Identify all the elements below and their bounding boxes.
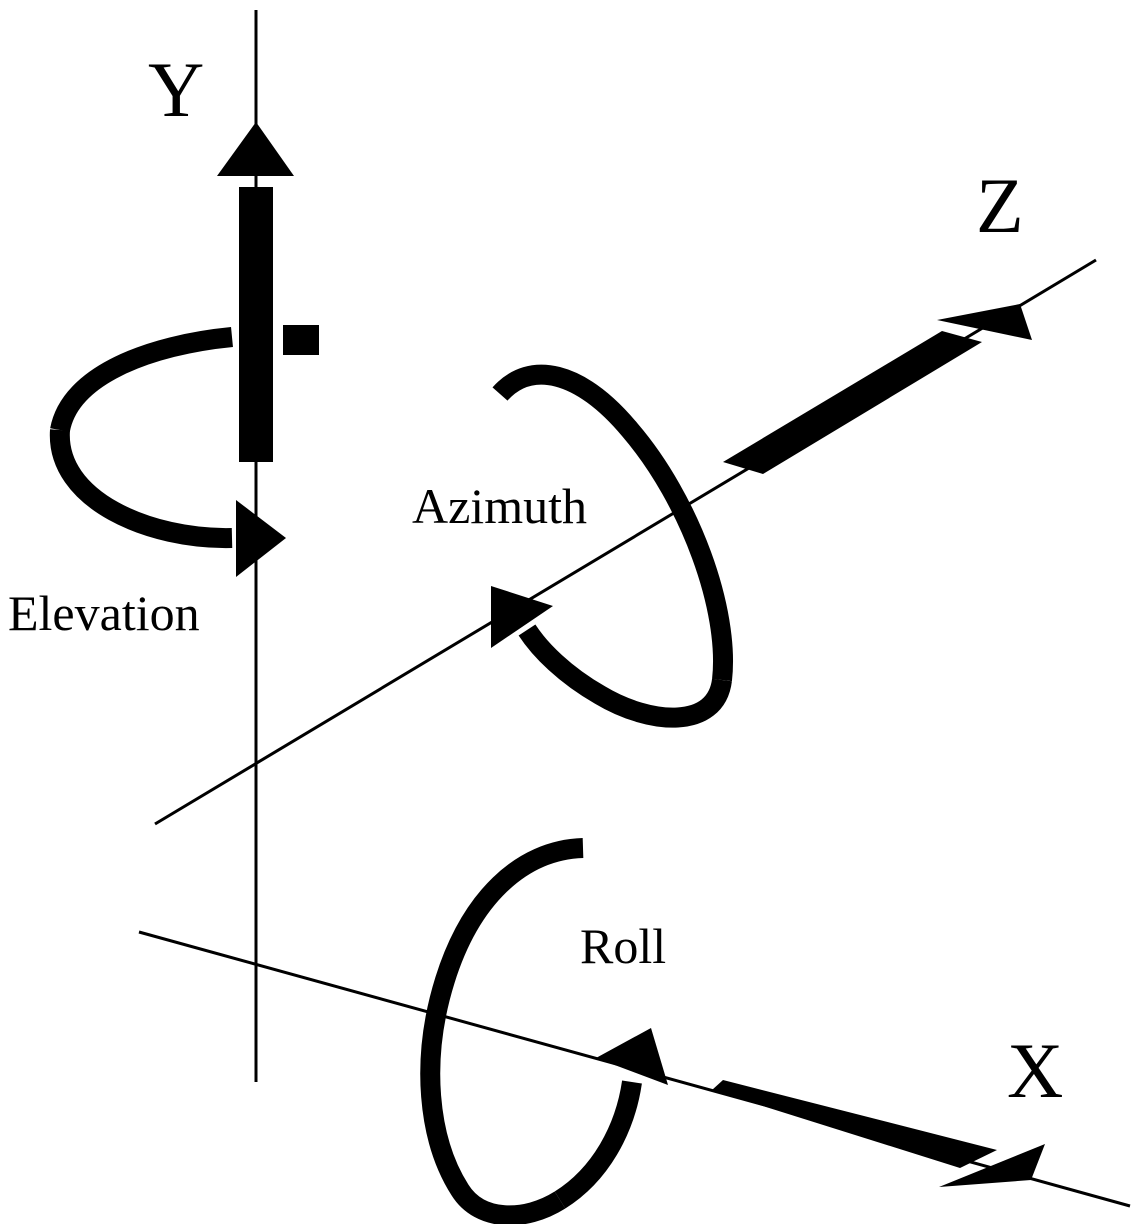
roll-ribbon-inner <box>554 1080 642 1209</box>
x-axis-arrow-head <box>939 1144 1045 1187</box>
x-axis-arrow-shaft <box>712 1080 997 1168</box>
azimuth-label: Azimuth <box>412 478 587 534</box>
z-axis <box>154 258 1097 826</box>
roll-rotation-arrow <box>420 838 668 1224</box>
elevation-label: Elevation <box>8 585 200 641</box>
y-axis-label: Y <box>148 46 204 133</box>
y-axis-arrow-head <box>217 122 294 176</box>
z-axis-arrow-shaft <box>723 331 982 474</box>
elevation-ribbon-front <box>49 429 233 549</box>
elevation-rotation-arrow <box>49 325 319 577</box>
y-axis-arrow-shaft <box>239 187 273 462</box>
z-axis-arrow-head <box>937 304 1032 340</box>
elevation-arrow-head <box>236 500 286 577</box>
azimuth-ribbon-upper <box>492 364 733 682</box>
elevation-ribbon-tail <box>283 325 319 355</box>
roll-label: Roll <box>580 918 666 974</box>
elevation-ribbon-back <box>50 327 233 433</box>
roll-ribbon-outer <box>420 838 584 1224</box>
x-axis-label: X <box>1007 1027 1063 1114</box>
roll-arrow-head <box>596 1028 668 1085</box>
azimuth-arrow-head <box>491 586 553 648</box>
azimuth-ribbon-lower <box>518 624 732 728</box>
azimuth-rotation-arrow <box>491 364 733 728</box>
z-axis-label: Z <box>976 162 1024 249</box>
